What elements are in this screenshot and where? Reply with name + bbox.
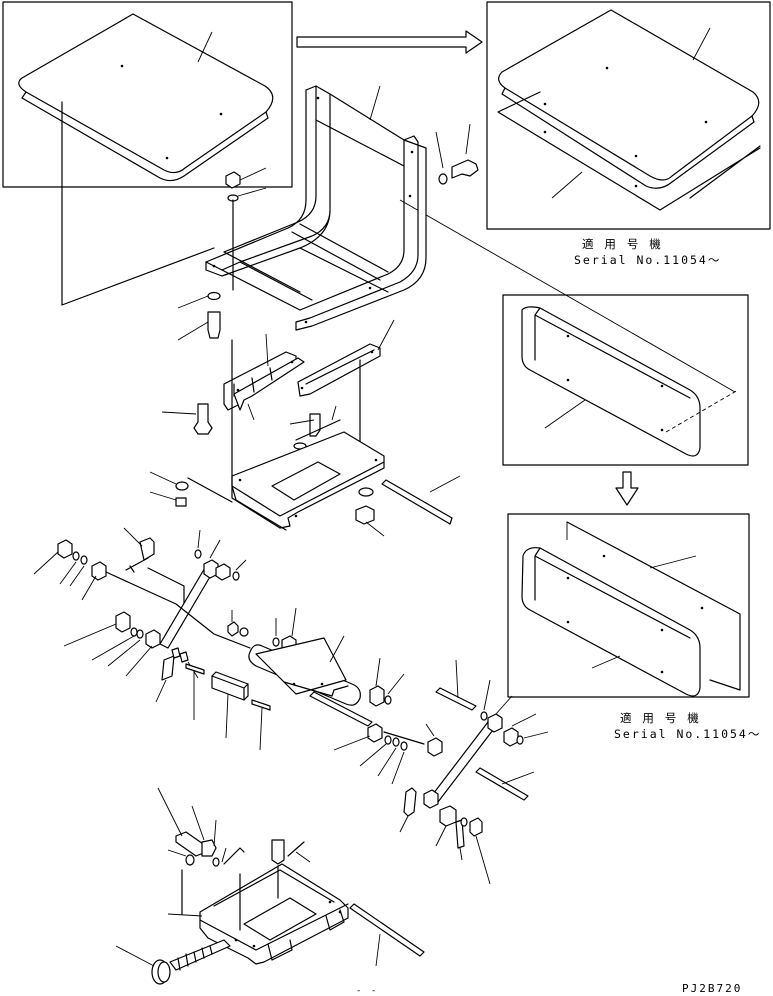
upper-serial-note: Serial No.11054～ — [574, 253, 722, 267]
seat-cushion-new — [498, 9, 760, 181]
figure-code: PJ2B720 — [682, 982, 743, 995]
lower-applicable-note-jp: 適 用 号 機 — [620, 711, 701, 725]
shaft — [381, 479, 453, 525]
arrow-right — [296, 30, 483, 54]
seat-mount-frame — [205, 85, 427, 331]
nut — [225, 171, 241, 189]
inset-box-backrest-new — [507, 513, 750, 698]
arrow-down — [615, 471, 639, 506]
sub-plate — [231, 431, 385, 531]
inset-box-new-cushion — [486, 1, 771, 230]
bolt — [451, 159, 479, 179]
lower-serial-note: Serial No.11054～ — [614, 727, 762, 741]
seat-cushion — [18, 13, 274, 174]
page-mark: - - — [356, 986, 379, 996]
linkage-assembly — [33, 527, 549, 885]
base-frame — [167, 863, 349, 965]
slide-rails — [223, 319, 395, 421]
upper-applicable-note-jp: 適 用 号 機 — [582, 237, 663, 251]
backrest-pad — [521, 306, 701, 457]
adjuster-knob — [115, 939, 231, 985]
base-rod — [349, 903, 425, 957]
inset-box-old-cushion — [2, 1, 293, 188]
inset-box-backrest — [502, 294, 749, 466]
